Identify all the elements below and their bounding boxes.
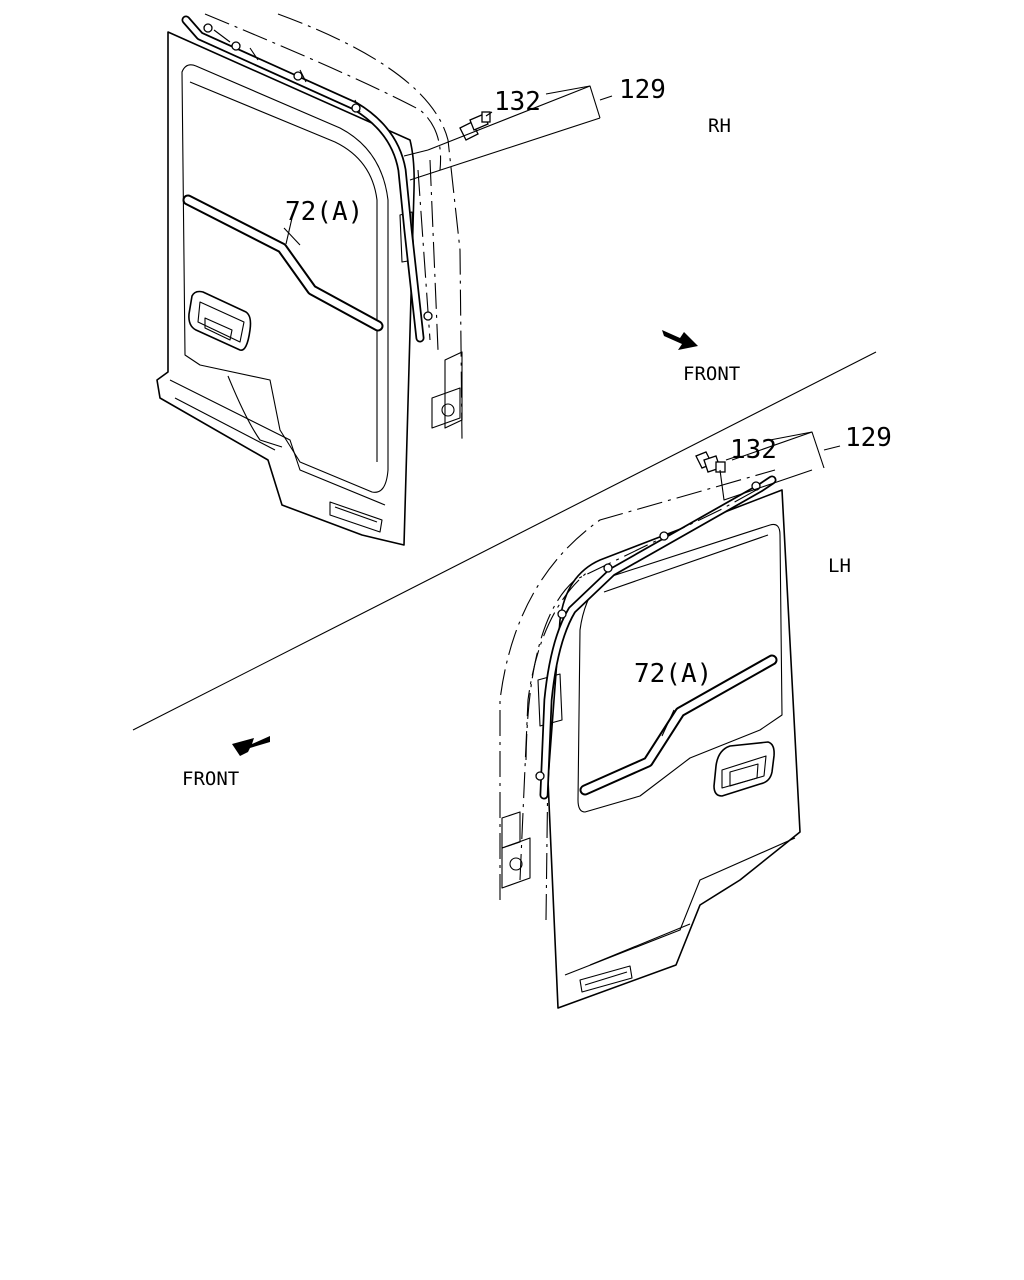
lh-label-129: 129 [845,423,892,453]
rh-label-72a: 72(A) [285,197,363,227]
rh-door-assembly [156,13,463,546]
lh-side-label: LH [828,555,851,577]
lh-fastener-132 [695,451,726,473]
lh-door-outline [547,489,801,1009]
front-label-top: FRONT [683,363,740,385]
lh-label-72a: 72(A) [634,659,712,689]
lh-body-outline [499,469,776,900]
rh-callouts [283,85,613,246]
front-arrow-icon [662,330,698,350]
front-arrow-bottom [232,736,270,756]
rh-body-outline [277,13,463,441]
rh-label-132: 132 [494,87,541,117]
lh-door-handle [713,741,775,797]
front-arrow-icon [232,736,270,756]
front-label-bottom: FRONT [182,768,239,790]
lh-label-132: 132 [730,435,777,465]
rh-roof-weatherstrip [181,15,425,343]
rh-door-handle [188,290,252,351]
front-arrow-top [662,330,698,350]
rh-door-outline [156,31,415,546]
rh-side-label: RH [708,115,731,137]
rh-window-frame [181,64,389,493]
rh-label-129: 129 [619,75,666,105]
lh-callouts [661,431,841,737]
section-divider [132,351,877,731]
lh-window-frame [577,523,783,813]
lh-door-assembly [499,469,801,1009]
